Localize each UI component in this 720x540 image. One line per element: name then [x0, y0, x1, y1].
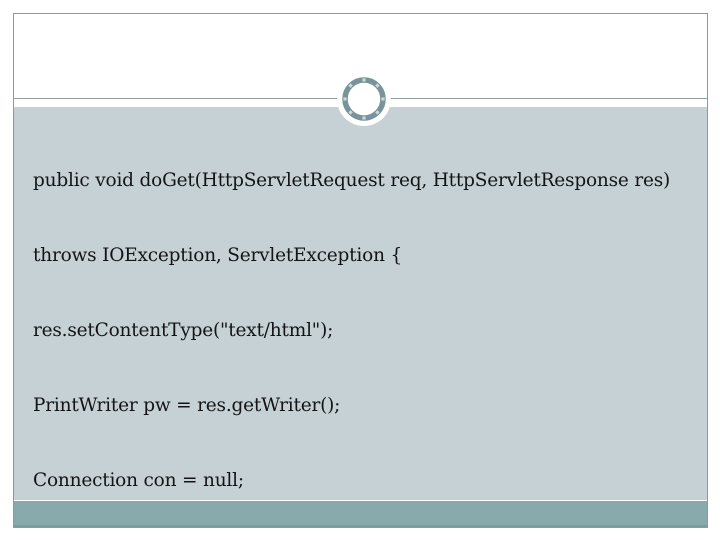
code-line: Connection con = null;	[33, 470, 244, 491]
code-line: public void doGet(HttpServletRequest req…	[33, 170, 671, 191]
code-line: PrintWriter pw = res.getWriter();	[33, 395, 341, 416]
ring-ornament-icon	[337, 72, 391, 126]
code-area: public void doGet(HttpServletRequest req…	[14, 107, 707, 500]
code-line: res.setContentType("text/html");	[33, 320, 334, 341]
code-block: public void doGet(HttpServletRequest req…	[14, 107, 707, 540]
code-line: throws IOException, ServletException {	[33, 245, 403, 266]
accent-band	[14, 501, 707, 527]
slide-panel: public void doGet(HttpServletRequest req…	[13, 13, 708, 528]
